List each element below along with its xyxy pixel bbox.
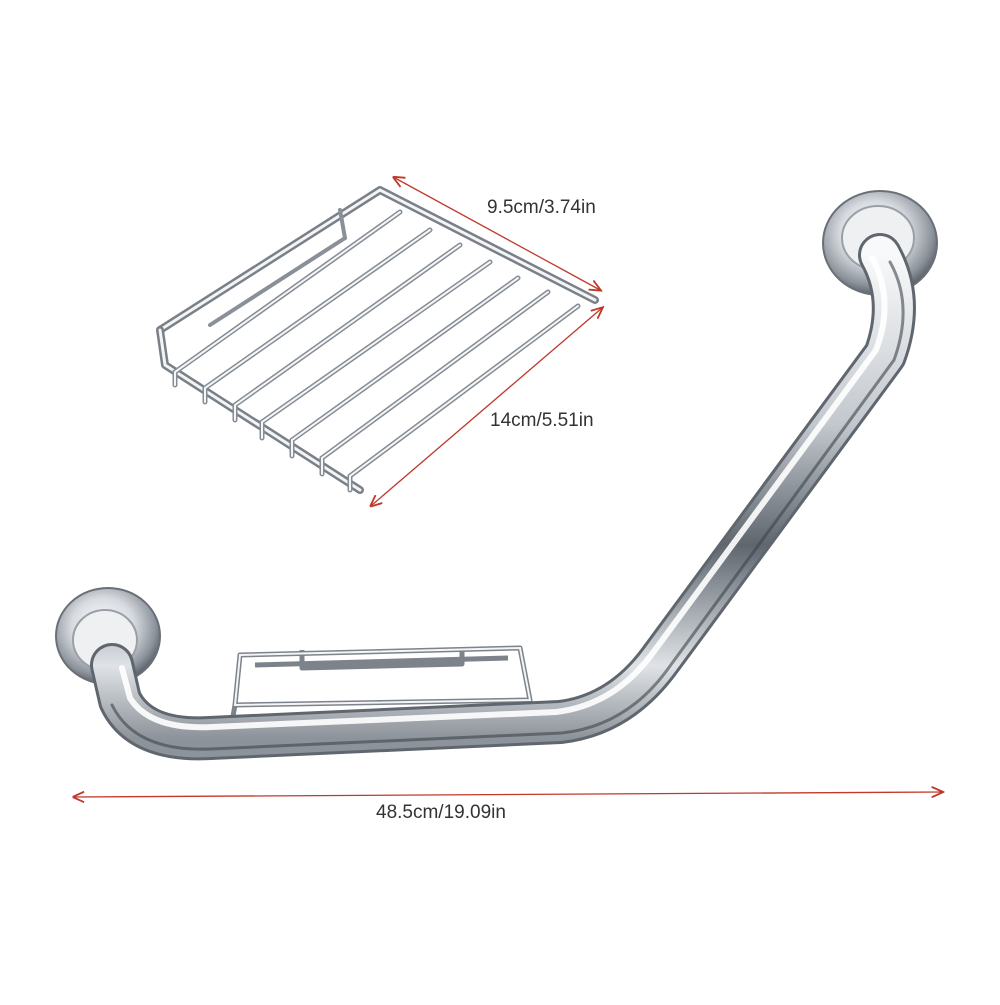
length-label: 48.5cm/19.09in (376, 802, 506, 823)
depth-dimension-arrow (395, 178, 600, 290)
width-label: 14cm/5.51in (490, 410, 594, 431)
soap-basket-detail (156, 186, 599, 494)
width-dimension-arrow (372, 308, 602, 505)
depth-label: 9.5cm/3.74in (487, 197, 596, 218)
length-dimension-arrow (75, 792, 942, 797)
grab-bar (55, 190, 938, 761)
